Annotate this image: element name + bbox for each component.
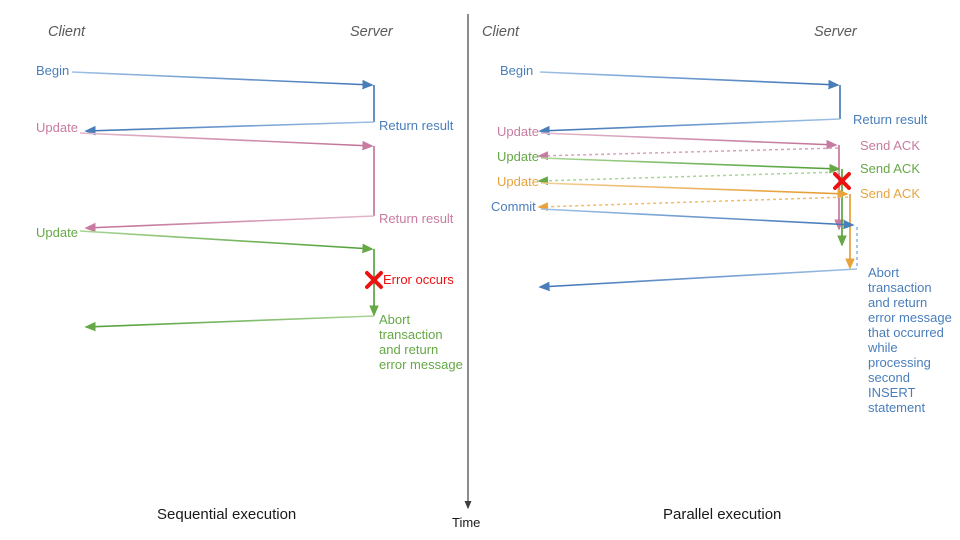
label-update-2-sequential: Update [36,225,78,240]
label-begin-parallel: Begin [500,63,534,78]
arrow-begin [539,71,840,90]
label-send-ack-2-parallel: Send ACK [860,161,920,176]
arrow-update-1 [540,132,838,150]
arrow-commit [540,208,855,230]
actor-server-parallel: Server [814,24,857,40]
label-return-result-parallel: Return result [853,112,928,127]
label-update-2-parallel: Update [497,149,539,164]
time-axis-label: Time [452,515,481,530]
label-abort-sequential: Abort transaction and return error messa… [379,312,463,372]
actor-client-parallel: Client [482,24,520,40]
actor-server-sequential: Server [350,24,393,40]
panel-parallel [537,71,858,292]
arrow-update-3 [540,182,849,199]
arrow-send-ack-1 [537,147,839,161]
arrow-return-result-1 [84,121,375,136]
label-abort-parallel: Abort transaction and return error messa… [868,265,952,415]
label-begin-sequential: Begin [36,63,70,78]
error-x-icon [365,271,383,289]
arrow-send-ack-3 [537,196,849,212]
arrow-return-result-2 [84,215,375,233]
actor-client-sequential: Client [48,24,86,40]
caption-parallel: Parallel execution [663,506,782,523]
label-update-3-parallel: Update [497,174,539,189]
label-return-result-1-sequential: Return result [379,118,454,133]
label-send-ack-1-parallel: Send ACK [860,138,920,153]
panel-sequential [71,71,383,332]
arrow-abort [84,315,375,332]
arrow-update-2 [540,157,841,174]
arrow-abort [538,268,858,292]
caption-sequential: Sequential execution [157,506,297,523]
label-update-1-parallel: Update [497,124,539,139]
arrow-send-ack-2 [537,171,841,186]
label-error-occurs-sequential: Error occurs [383,272,454,287]
label-update-1-sequential: Update [36,120,78,135]
label-return-result-2-sequential: Return result [379,211,454,226]
arrow-return-result [538,118,841,136]
arrow-update-2 [79,230,374,254]
arrow-begin [71,71,374,90]
error-x-icon [833,172,851,190]
label-send-ack-3-parallel: Send ACK [860,186,920,201]
label-commit-parallel: Commit [491,199,536,214]
arrow-update-1 [79,132,374,151]
